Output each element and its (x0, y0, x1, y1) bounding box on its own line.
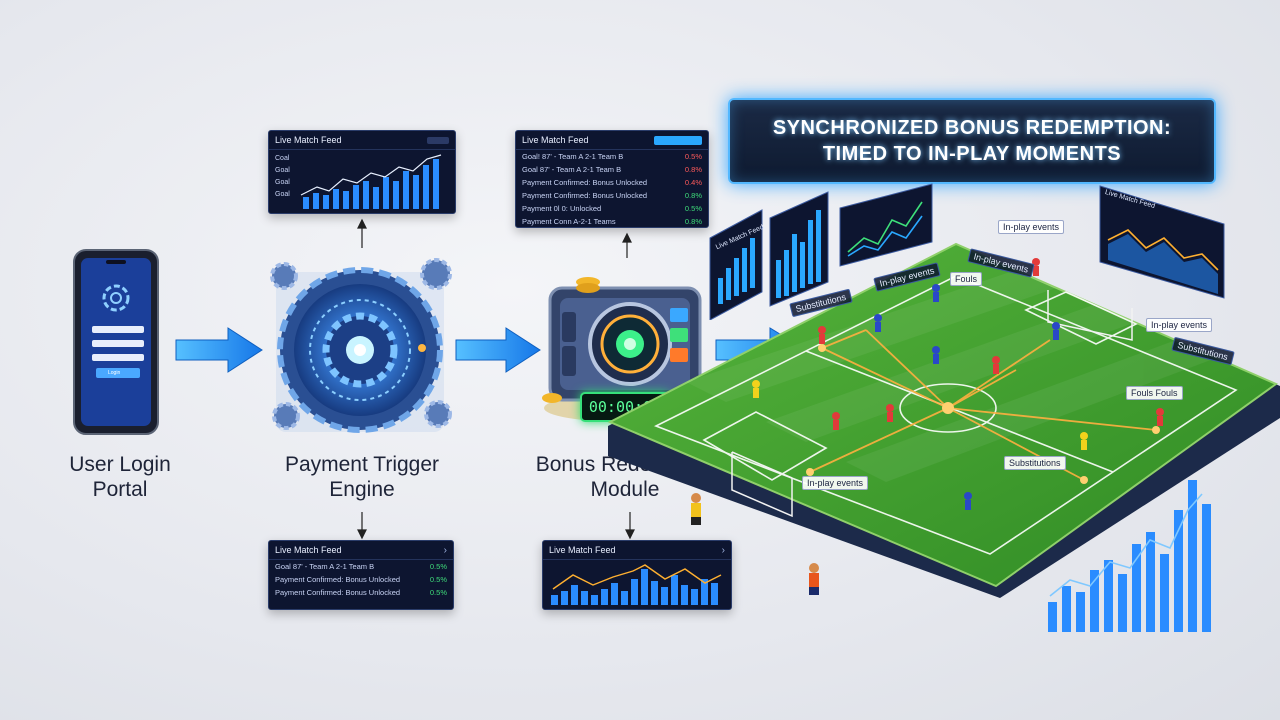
feed-row-pct: 0.8% (684, 217, 702, 226)
feed-row: Payment Confirmed: Bonus Unlocked 0.5% (269, 586, 453, 599)
stage-label-line: Payment Trigger (284, 453, 440, 476)
stage-label-login: User Login Portal (40, 452, 200, 502)
feed-panel-top-left: Live Match Feed Coal Goal Goal Goal (268, 130, 456, 214)
feed-header: Live Match Feed › (269, 541, 453, 560)
arrow-2 (455, 327, 541, 373)
feed-row-pct: 0.5% (429, 575, 447, 584)
feed-row-text: Payment Confirmed: Bonus Unlocked (522, 178, 648, 187)
field-dashboard-left (709, 209, 763, 320)
feed-row: Goal 87' - Team A 2-1 Team B 0.5% (269, 560, 453, 573)
feed-title: Live Match Feed (522, 135, 589, 145)
feed-row-pct: 0.4% (684, 178, 702, 187)
title-banner: SYNCHRONIZED BONUS REDEMPTION: TIMED TO … (728, 98, 1216, 184)
feed-row: Goal! 87' - Team A 2-1 Team B 0.5% (516, 150, 708, 163)
feed-row-text: Payment Confirmed: Bonus Unlocked (275, 588, 401, 597)
chevron-right-icon[interactable]: › (721, 544, 725, 556)
title-line-1: SYNCHRONIZED BONUS REDEMPTION: (772, 117, 1172, 139)
tag-fouls: Fouls (950, 272, 983, 286)
feed-panel-top-right: Live Match Feed Goal! 87' - Team A 2-1 T… (515, 130, 709, 228)
feed-title: Live Match Feed (275, 135, 342, 145)
feed-row-pct: 0.8% (684, 165, 702, 174)
feed-header: Live Match Feed › (543, 541, 731, 560)
feed-row: Payment Confirmed: Bonus Unlocked 0.8% (516, 189, 708, 202)
players (752, 258, 1164, 510)
stage-label-line: Portal (92, 478, 148, 501)
feed-panel-bottom-left: Live Match Feed › Goal 87' - Team A 2-1 … (268, 540, 454, 610)
feed-side-labels: Coal Goal Goal Goal (275, 153, 290, 201)
feed-header: Live Match Feed (516, 131, 708, 150)
feed-row-pct: 0.8% (684, 191, 702, 200)
loose-player-bottom (809, 563, 819, 595)
feed-menu-button[interactable] (427, 136, 449, 144)
feed-row-pct: 0.5% (684, 204, 702, 213)
decor-bar-chart (1048, 480, 1211, 632)
field-dashboard-mid (769, 191, 829, 307)
tag-fouls-fouls: Fouls Fouls (1126, 386, 1183, 400)
feed-panel-bottom-right: Live Match Feed › (542, 540, 732, 610)
feed-row-text: Goal 87' - Team A 2-1 Team B (275, 562, 375, 571)
feed-row: Payment Confirmed: Bonus Unlocked 0.4% (516, 176, 708, 189)
field-dashboard-right (1099, 185, 1225, 299)
stage-label-payment: Payment Trigger Engine (262, 452, 462, 502)
feed-row: Payment Confirmed: Bonus Unlocked 0.5% (269, 573, 453, 586)
feed-row-pct: 0.5% (684, 152, 702, 161)
tag-in-play-events: In-play events (998, 220, 1065, 234)
arrow-1 (175, 327, 263, 373)
phone-login-button[interactable]: Login (108, 370, 121, 376)
loose-players (691, 493, 701, 525)
tag-in-play-events-bottom: In-play events (802, 476, 869, 490)
feed-header: Live Match Feed (269, 131, 455, 150)
feed-row-pct: 0.5% (429, 562, 447, 571)
feed-mini-chart (300, 154, 442, 209)
chevron-right-icon[interactable]: › (443, 544, 447, 556)
feed-row: Payment 0l 0: Unlocked 0.5% (516, 202, 708, 215)
feed-row: Payment Conn A-2-1 Teams 0.8% (516, 215, 708, 228)
tag-substitutions-mid: Substitutions (1004, 456, 1066, 470)
phone-illustration (73, 249, 159, 435)
feed-side-label: Coal (275, 155, 290, 162)
title-line-2: TIMED TO IN-PLAY MOMENTS (822, 143, 1122, 165)
feed-row-text: Payment Conn A-2-1 Teams (522, 217, 616, 226)
feed-side-label: Goal (275, 191, 290, 198)
feed-row-text: Goal 87' - Team A 2-1 Team B (522, 165, 622, 174)
stage-label-line: User Login (69, 453, 171, 476)
feed-row-text: Goal! 87' - Team A 2-1 Team B (522, 152, 624, 161)
feed-row-pct: 0.5% (429, 588, 447, 597)
feed-row-text: Payment 0l 0: Unlocked (522, 204, 602, 213)
feed-side-label: Goal (275, 179, 290, 186)
feed-row: Goal 87' - Team A 2-1 Team B 0.8% (516, 163, 708, 176)
stage-label-line: Module (590, 478, 660, 501)
feed-action-button[interactable] (654, 135, 702, 145)
gear-engine-illustration (270, 258, 452, 433)
field-dashboard-center (839, 183, 933, 267)
feed-title: Live Match Feed (549, 545, 616, 555)
feed-side-label: Goal (275, 167, 290, 174)
stage-label-line: Engine (329, 478, 395, 501)
feed-row-text: Payment Confirmed: Bonus Unlocked (275, 575, 401, 584)
soccer-pitch (607, 242, 1280, 598)
tag-in-play-events-right: In-play events (1146, 318, 1213, 332)
feed-mini-chart (551, 564, 722, 605)
feed-title: Live Match Feed (275, 545, 342, 555)
feed-row-text: Payment Confirmed: Bonus Unlocked (522, 191, 648, 200)
